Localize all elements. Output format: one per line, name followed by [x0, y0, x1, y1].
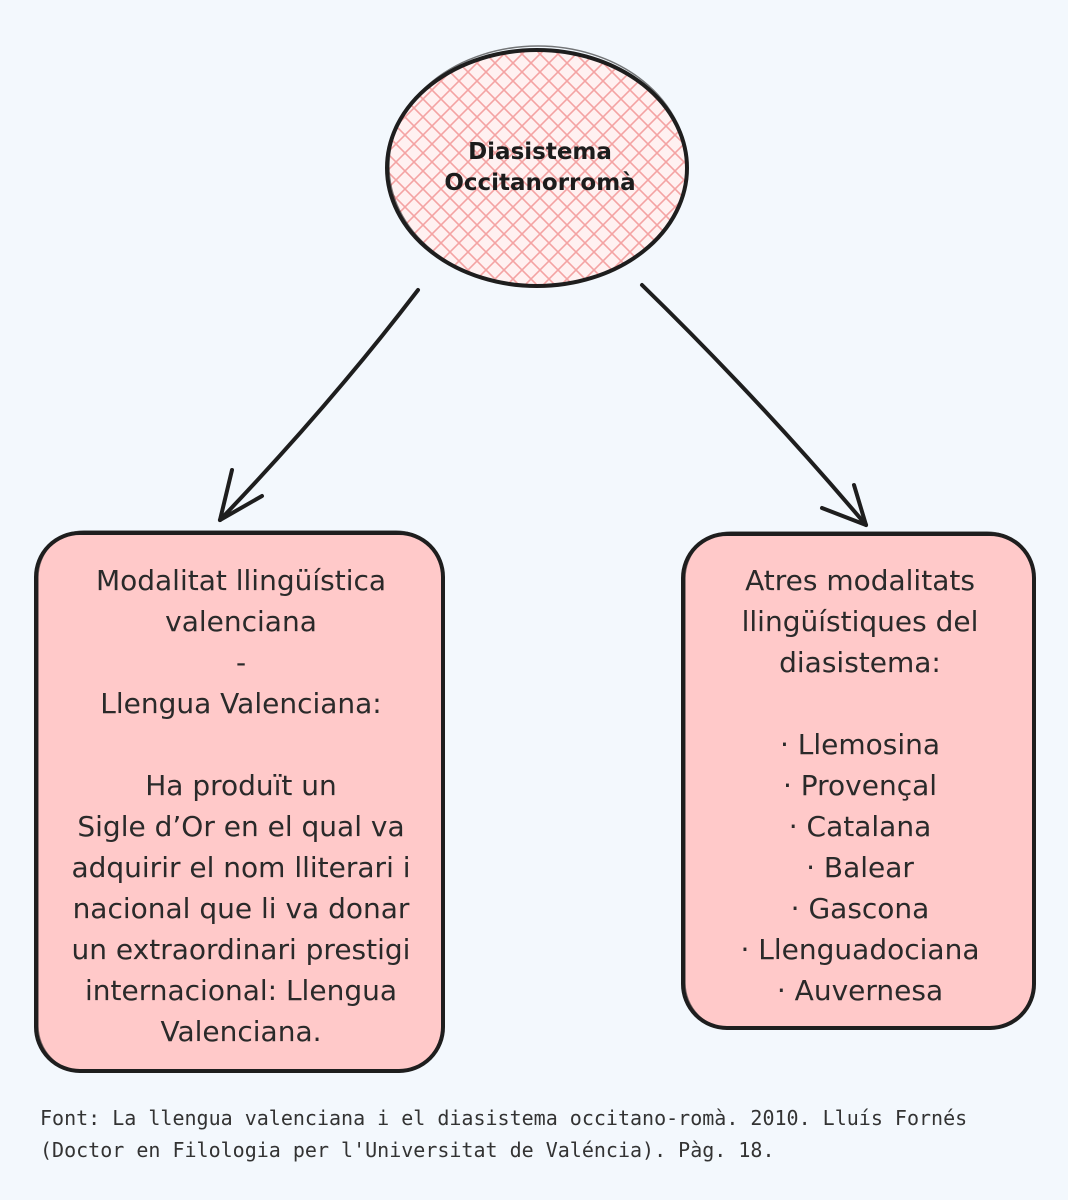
- arrow-to-right: [640, 283, 868, 527]
- left-node: [34, 530, 445, 1073]
- source-caption: Font: La llengua valenciana i el diasist…: [40, 1106, 968, 1162]
- right-node-label: Atres modalitats llingüístiques del dias…: [740, 564, 980, 1007]
- root-node: [385, 45, 689, 288]
- root-node-label: Diasistema Occitanorromà: [444, 139, 636, 196]
- arrow-to-left: [218, 288, 420, 522]
- right-node: [681, 531, 1036, 1030]
- left-node-label: Modalitat llingüística valenciana - Llen…: [71, 564, 411, 1048]
